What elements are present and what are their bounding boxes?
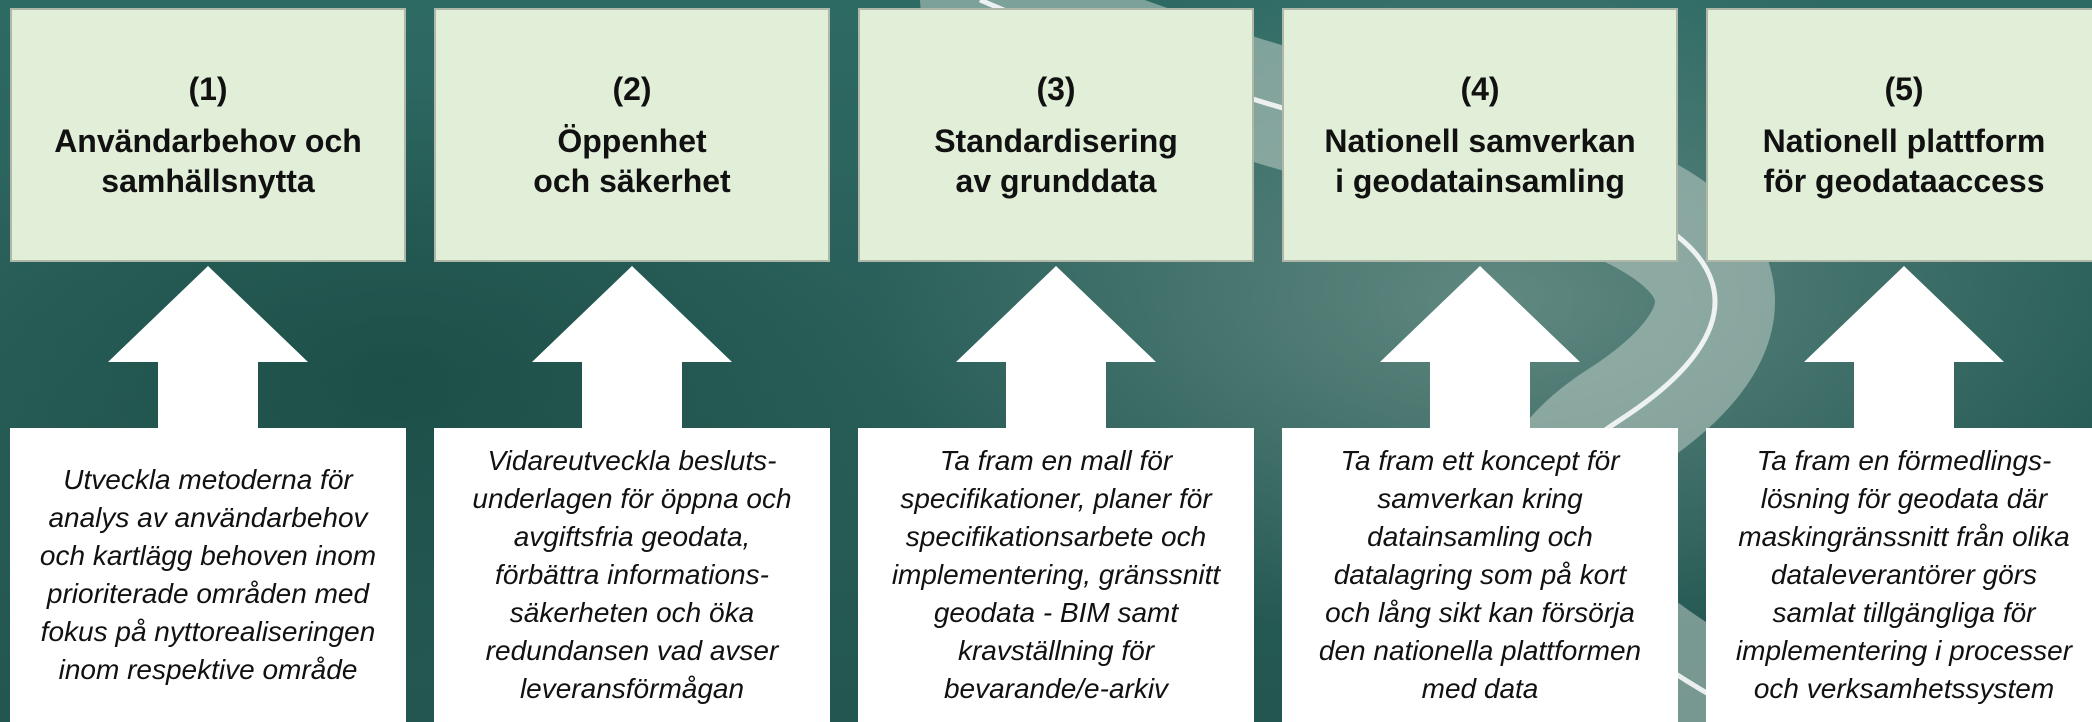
column-title: Öppenhet och säkerhet — [533, 123, 731, 199]
column-number: (1) — [188, 71, 228, 107]
column-description-box: Ta fram ett koncept för samverkan kring … — [1282, 428, 1678, 722]
up-arrow-icon — [1380, 266, 1580, 432]
column-number: (3) — [1036, 71, 1076, 107]
column-title: Användarbehov och samhällsnytta — [54, 123, 362, 199]
column-header: (3) Standardisering av grunddata — [858, 8, 1254, 262]
column-description: Ta fram ett koncept för samverkan kring … — [1318, 445, 1642, 704]
column-description-box: Ta fram en mall för specifikationer, pla… — [858, 428, 1254, 722]
column-description: Utveckla metoderna för analys av använda… — [39, 464, 377, 685]
column-title: Nationell plattform för geodataaccess — [1762, 123, 2046, 199]
column-4: (4) Nationell samverkan i geodatainsamli… — [1272, 0, 1678, 722]
column-number: (2) — [612, 71, 652, 107]
column-header: (1) Användarbehov och samhällsnytta — [10, 8, 406, 262]
column-description-box: Ta fram en förmedlings- lösning för geod… — [1706, 428, 2092, 722]
column-number: (4) — [1460, 71, 1500, 107]
up-arrow-icon — [1804, 266, 2004, 432]
column-header: (5) Nationell plattform för geodataacces… — [1706, 8, 2092, 262]
column-3: (3) Standardisering av grunddata Ta fram… — [848, 0, 1254, 722]
column-title: Nationell samverkan i geodatainsamling — [1324, 123, 1636, 199]
column-1: (1) Användarbehov och samhällsnytta Utve… — [0, 0, 406, 722]
column-header: (2) Öppenhet och säkerhet — [434, 8, 830, 262]
up-arrow-icon — [956, 266, 1156, 432]
column-description-box: Utveckla metoderna för analys av använda… — [10, 428, 406, 722]
column-description: Ta fram en mall för specifikationer, pla… — [891, 445, 1221, 704]
up-arrow-icon — [108, 266, 308, 432]
column-description-box: Vidareutveckla besluts- underlagen för ö… — [434, 428, 830, 722]
column-2: (2) Öppenhet och säkerhet Vidareutveckla… — [424, 0, 830, 722]
column-header: (4) Nationell samverkan i geodatainsamli… — [1282, 8, 1678, 262]
column-number: (5) — [1884, 71, 1924, 107]
up-arrow-icon — [532, 266, 732, 432]
column-5: (5) Nationell plattform för geodataacces… — [1696, 0, 2092, 722]
column-title: Standardisering av grunddata — [934, 123, 1178, 199]
column-description: Ta fram en förmedlings- lösning för geod… — [1735, 445, 2073, 704]
column-description: Vidareutveckla besluts- underlagen för ö… — [472, 445, 792, 704]
